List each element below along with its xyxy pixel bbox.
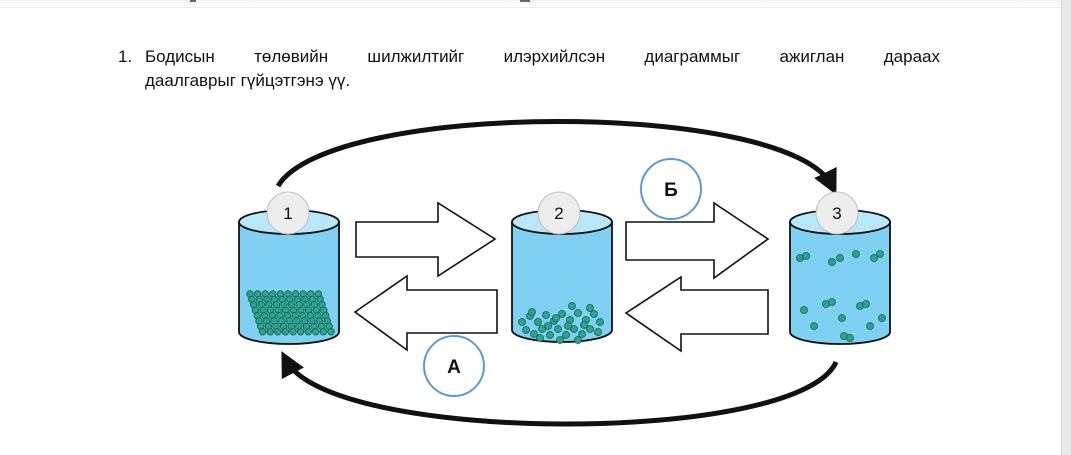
particle xyxy=(862,300,870,308)
particle xyxy=(580,321,588,329)
bottom-curved-arrow xyxy=(281,351,839,427)
container-3-label: 3 xyxy=(815,191,859,235)
particle xyxy=(538,325,546,333)
particle xyxy=(594,328,602,336)
transition-label-a: А xyxy=(423,335,485,397)
particle xyxy=(296,328,305,336)
particle xyxy=(828,258,836,266)
particle xyxy=(327,328,335,336)
particle xyxy=(574,336,582,344)
window-scrollbar[interactable] xyxy=(1061,0,1071,455)
particle xyxy=(870,254,878,262)
container-1-number: 1 xyxy=(283,204,292,223)
container-1-label: 1 xyxy=(266,191,310,235)
transition-label-b: Б xyxy=(640,158,702,220)
particle xyxy=(544,322,552,330)
particle xyxy=(312,328,320,336)
particle xyxy=(304,328,312,336)
particle xyxy=(838,314,846,322)
particle xyxy=(568,302,576,310)
container-3-number: 3 xyxy=(832,204,841,223)
particle xyxy=(281,328,290,336)
container-2-number: 2 xyxy=(554,204,563,223)
particle xyxy=(866,322,874,330)
particle xyxy=(552,314,560,322)
particle xyxy=(530,330,538,338)
particle xyxy=(596,318,604,326)
particle xyxy=(570,325,578,333)
particle xyxy=(266,328,274,336)
solid-particles xyxy=(246,290,335,336)
gas-particles xyxy=(796,250,886,342)
transition-a-text: А xyxy=(447,357,461,378)
particle xyxy=(319,328,328,336)
particle xyxy=(562,331,570,339)
particle xyxy=(258,328,267,336)
particle xyxy=(522,326,530,334)
question-block: 1. Бодисын төлөвийн шилжилтийг илэрхийлс… xyxy=(118,45,940,93)
particle xyxy=(586,325,594,333)
question-line-1: Бодисын төлөвийн шилжилтийг илэрхийлсэн … xyxy=(145,47,940,66)
arrow-2-to-1 xyxy=(353,274,498,352)
transition-b-text: Б xyxy=(664,180,678,201)
particle xyxy=(558,310,566,318)
question-text: Бодисын төлөвийн шилжилтийг илэрхийлсэн … xyxy=(145,45,940,93)
arrow-3-to-2 xyxy=(624,275,769,353)
particle xyxy=(586,304,594,312)
particle xyxy=(289,328,297,336)
particle xyxy=(556,336,564,344)
particle xyxy=(554,325,562,333)
particle xyxy=(876,250,884,258)
particle xyxy=(878,314,886,322)
page-top-strip xyxy=(0,0,1062,8)
particle xyxy=(274,328,282,336)
particle xyxy=(578,330,586,338)
particle xyxy=(846,334,854,342)
particle xyxy=(800,306,808,314)
arrow-2-to-3 xyxy=(625,201,770,280)
particle xyxy=(810,322,818,330)
arrow-1-to-2 xyxy=(355,201,497,278)
top-curved-arrow xyxy=(275,119,837,195)
particle xyxy=(536,334,544,342)
question-number: 1. xyxy=(118,47,133,66)
particle xyxy=(542,311,550,319)
container-2-label: 2 xyxy=(537,191,581,235)
particle xyxy=(528,308,536,316)
question-line-2: даалгаврыг гүйцэтгэнэ үү. xyxy=(145,71,351,90)
particle xyxy=(802,252,810,260)
particle xyxy=(574,309,582,317)
particle xyxy=(546,331,554,339)
liquid-particles xyxy=(518,302,604,344)
particle xyxy=(836,254,844,262)
particle xyxy=(828,298,836,306)
particle xyxy=(534,318,542,326)
container-1 xyxy=(238,209,340,345)
particle xyxy=(518,318,526,326)
container-3 xyxy=(789,209,891,345)
particle xyxy=(564,322,572,330)
particle xyxy=(852,250,860,258)
particle xyxy=(590,310,598,318)
